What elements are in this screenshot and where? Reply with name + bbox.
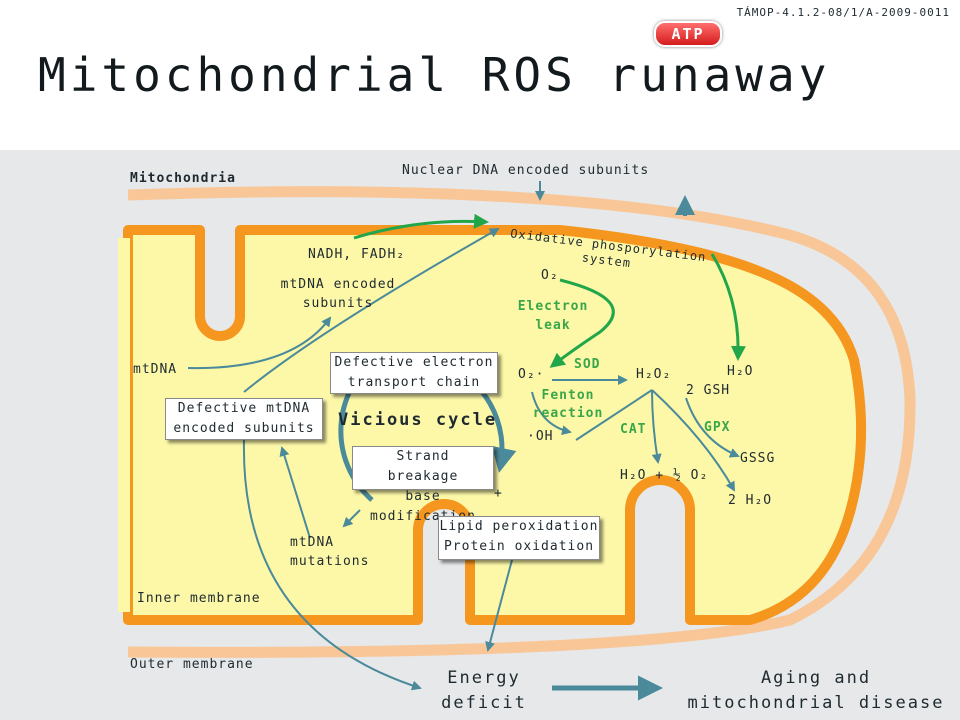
mtdna-encoded-label: mtDNA encoded subunits bbox=[266, 275, 410, 313]
arrow-defective-to-oxphos bbox=[243, 228, 500, 393]
defective-mtdna-line2: encoded subunits bbox=[173, 421, 315, 436]
electron-leak-label: Electron leak bbox=[505, 297, 601, 335]
arrow-to-energy-deficit bbox=[242, 439, 422, 691]
fenton-line1: Fenton bbox=[541, 388, 595, 403]
arrow-lipid-to-energy bbox=[485, 559, 513, 652]
diagram-stage bbox=[0, 150, 960, 720]
defective-mtdna-line1: Defective mtDNA bbox=[177, 401, 311, 416]
mtdna-mutations-label: mtDNA mutations bbox=[290, 533, 369, 571]
gsh-label: 2 GSH bbox=[686, 383, 731, 398]
fenton-reaction-label: Fenton reaction bbox=[522, 387, 614, 423]
strand-line1: Strand bbox=[396, 449, 450, 464]
electron-leak-line2: leak bbox=[535, 318, 571, 333]
plus-label: + bbox=[494, 486, 503, 501]
defective-etc-line2: transport chain bbox=[347, 375, 481, 390]
o2-label: O₂ bbox=[541, 268, 559, 283]
arrow-h2o2-left bbox=[575, 389, 653, 441]
strand-line3: base bbox=[405, 489, 441, 504]
defective-etc-line1: Defective electron bbox=[334, 355, 494, 370]
energy-deficit-label: Energy deficit bbox=[424, 666, 544, 716]
lipid-line1: Lipid peroxidation bbox=[439, 519, 599, 534]
aging-label: Aging and mitochondrial disease bbox=[676, 666, 956, 716]
inner-membrane-label: Inner membrane bbox=[137, 591, 261, 606]
h2o-half-o2-label: H₂O + ½ O₂ bbox=[620, 468, 709, 483]
h2o2-label: H₂O₂ bbox=[636, 367, 672, 382]
slide-header: TÁMOP-4.1.2-08/1/A-2009-0011 Mitochondri… bbox=[0, 0, 960, 150]
fenton-line2: reaction bbox=[532, 406, 604, 421]
h2o-top-label: H₂O bbox=[727, 364, 754, 379]
two-h2o-label: 2 H₂O bbox=[728, 493, 773, 508]
gpx-label: GPX bbox=[704, 420, 731, 435]
mtdna-mutations-line2: mutations bbox=[290, 554, 370, 569]
mitochondrion-diagram bbox=[118, 181, 916, 701]
nadh-label: NADH, FADH₂ bbox=[308, 247, 406, 262]
electron-leak-line1: Electron bbox=[517, 299, 589, 314]
mitochondria-label: Mitochondria bbox=[130, 171, 236, 186]
arrow-mtdna-to-encoded bbox=[187, 316, 332, 370]
page-title: Mitochondrial ROS runaway bbox=[38, 48, 831, 102]
aging-line1: Aging and bbox=[760, 668, 872, 688]
superoxide-label: O₂· bbox=[518, 367, 545, 382]
atp-badge: ATP bbox=[654, 21, 722, 47]
energy-deficit-line2: deficit bbox=[441, 693, 527, 713]
lipid-line2: Protein oxidation bbox=[443, 539, 595, 554]
aging-line2: mitochondrial disease bbox=[687, 693, 945, 713]
arrow-oxphos-to-h2o bbox=[710, 253, 746, 361]
defective-mtdna-box: Defective mtDNA encoded subunits bbox=[165, 398, 323, 440]
mtdna-label: mtDNA bbox=[133, 362, 178, 377]
energy-deficit-line1: Energy bbox=[447, 668, 521, 688]
gssg-label: GSSG bbox=[740, 451, 776, 466]
arrow-mutations-to-defective bbox=[279, 446, 311, 539]
cat-label: CAT bbox=[620, 422, 647, 437]
arrow-fenton bbox=[531, 391, 572, 436]
vicious-cycle-label: Vicious cycle bbox=[338, 410, 498, 430]
outer-membrane-label: Outer membrane bbox=[130, 657, 254, 672]
arrow-h2o2-gpx bbox=[651, 389, 735, 492]
strand-line2: breakage bbox=[387, 469, 459, 484]
sod-label: SOD bbox=[574, 357, 601, 372]
strand-breakage-box: Strand breakage base modification bbox=[352, 446, 494, 524]
mtdna-encoded-line1: mtDNA encoded bbox=[280, 277, 396, 292]
project-code: TÁMOP-4.1.2-08/1/A-2009-0011 bbox=[736, 6, 950, 19]
arrow-nadh-to-oxphos bbox=[353, 213, 489, 240]
arrow-to-mutations bbox=[342, 509, 361, 528]
arrow-electron-leak bbox=[549, 278, 615, 368]
hydroxyl-label: ·OH bbox=[527, 429, 554, 444]
mtdna-mutations-line1: mtDNA bbox=[290, 535, 335, 550]
nuclear-dna-label: Nuclear DNA encoded subunits bbox=[402, 163, 650, 178]
arrow-h2o2-cat bbox=[651, 389, 662, 464]
defective-etc-box: Defective electron transport chain bbox=[330, 352, 498, 394]
arrow-gsh-gssg bbox=[685, 397, 740, 458]
mtdna-encoded-line2: subunits bbox=[302, 296, 374, 311]
lipid-peroxidation-box: Lipid peroxidation Protein oxidation bbox=[438, 516, 600, 560]
